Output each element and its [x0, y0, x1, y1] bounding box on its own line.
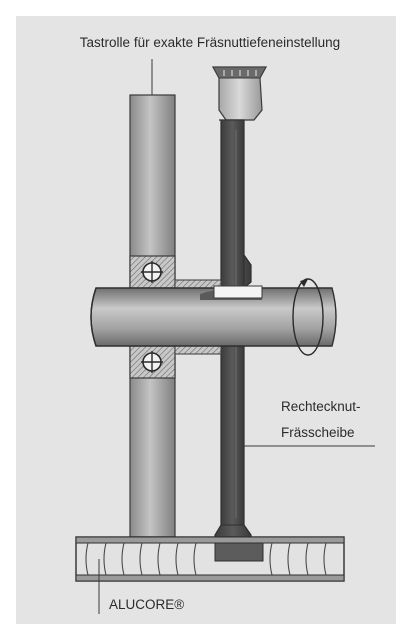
label-sensing-roller: Tastrolle für exakte Fräsnuttiefeneinste… [80, 35, 340, 50]
alucore-panel [75, 536, 345, 582]
label-slot-cutter-line1: Rechtecknut- [281, 399, 361, 414]
spindle-arbor [90, 278, 337, 356]
label-alucore: ALUCORE® [109, 597, 184, 612]
label-slot-cutter-line2: Frässcheibe [281, 425, 355, 440]
arbor-key [213, 285, 263, 299]
bearing-lower [129, 344, 222, 379]
